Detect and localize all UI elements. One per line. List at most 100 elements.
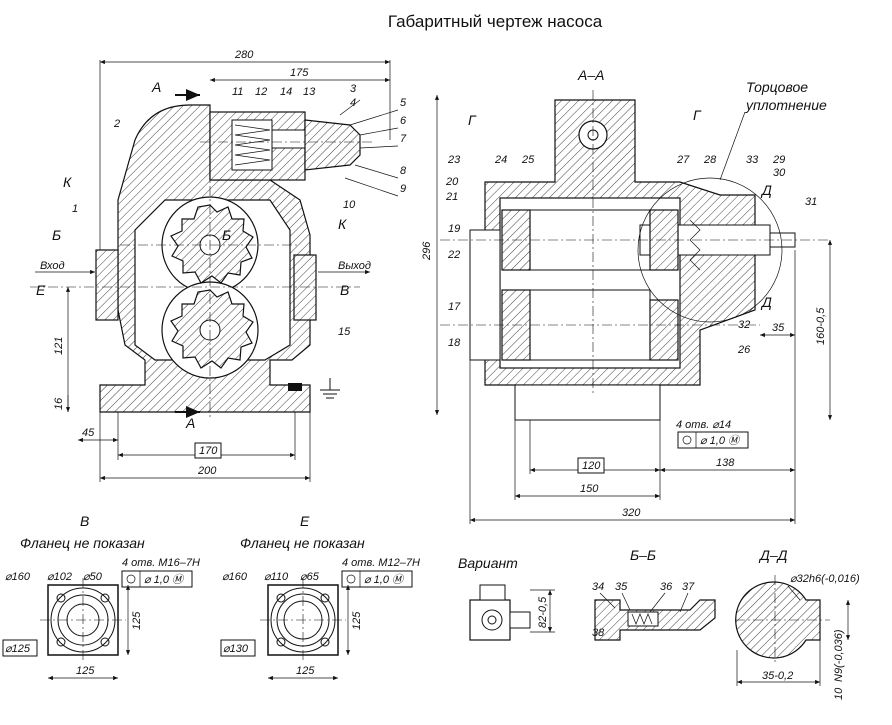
section-k-right: К (338, 216, 347, 232)
svg-text:15: 15 (338, 326, 351, 338)
dim-200: 200 (197, 465, 217, 477)
dd-n9: N9(-0,036) (833, 629, 845, 682)
dd-10: 10 (833, 687, 845, 700)
svg-text:11: 11 (232, 86, 243, 98)
valve-spring (234, 124, 271, 166)
section-d-bottom: Д (760, 294, 772, 310)
svg-text:12: 12 (255, 86, 267, 98)
section-b-inner: Б (222, 227, 231, 243)
dd-d32: ⌀32h6(-0,016) (790, 573, 860, 585)
section-bb-title: Б–Б (630, 547, 656, 563)
dim-280: 280 (234, 49, 254, 61)
section-g-right: Г (693, 107, 702, 123)
ground-bolt (288, 383, 302, 391)
dim-45: 45 (82, 427, 95, 439)
view-e-title: Е (300, 513, 310, 529)
svg-text:30: 30 (773, 167, 786, 179)
svg-text:4: 4 (350, 97, 356, 109)
v-holes: 4 отв. М16–7Н (122, 557, 200, 569)
svg-text:14: 14 (280, 86, 292, 98)
view-v-note: Фланец не показан (20, 535, 145, 551)
valve-cap (304, 119, 361, 171)
view-e: Е Фланец не показан ⌀160 ⌀110 ⌀65 4 отв.… (220, 513, 420, 681)
svg-text:23: 23 (447, 154, 461, 166)
dim-16: 16 (53, 397, 65, 410)
svg-text:8: 8 (400, 165, 407, 177)
svg-text:26: 26 (737, 344, 751, 356)
aa-base (514, 384, 661, 421)
svg-text:22: 22 (447, 249, 460, 261)
svg-text:34: 34 (592, 581, 604, 593)
svg-text:24: 24 (494, 154, 507, 166)
view-e-note: Фланец не показан (240, 535, 365, 551)
dim-35: 35 (772, 322, 785, 334)
section-dd-view: Д–Д ⌀32h6(-0,016) 35-0,2 10 N9(-0,036) (735, 547, 860, 700)
svg-text:21: 21 (445, 191, 458, 203)
e-tol: ⌀ 1,0 Ⓜ (364, 573, 405, 586)
e-holes: 4 отв. М12–7Н (342, 557, 420, 569)
inlet-label: Вход (40, 260, 65, 272)
drawing-title: Габаритный чертеж насоса (388, 12, 603, 31)
e-d110: ⌀110 (264, 571, 289, 583)
aa-cover-left (469, 229, 501, 361)
svg-text:3: 3 (350, 83, 357, 95)
v-d50: ⌀50 (83, 571, 103, 583)
e-d160: ⌀160 (222, 571, 248, 583)
svg-text:9: 9 (400, 183, 406, 195)
section-a-top: А (151, 79, 161, 95)
svg-text:35: 35 (615, 581, 628, 593)
e-h125: 125 (351, 611, 363, 630)
section-bb-view: Б–Б 34 35 36 37 38 (592, 547, 716, 641)
svg-text:18: 18 (448, 337, 461, 349)
seal-detail-circle (637, 177, 783, 323)
section-a-bottom: А (185, 415, 195, 431)
variant-title: Вариант (458, 555, 518, 571)
section-d-top: Д (760, 182, 772, 198)
dim-138: 138 (716, 457, 735, 469)
outlet-label: Выход (338, 260, 371, 272)
v-d125: ⌀125 (5, 643, 31, 655)
dim-296: 296 (421, 241, 433, 261)
section-b-left: Б (52, 227, 61, 243)
e-d65: ⌀65 (300, 571, 320, 583)
dim-holes14: 4 отв. ⌀14 (676, 419, 731, 431)
svg-text:5: 5 (400, 97, 407, 109)
section-dd-title: Д–Д (758, 547, 788, 563)
face-seal-label-1: Торцовое (746, 79, 808, 95)
variant-82: 82-0,5 (537, 596, 549, 628)
view-e-arrow: Е (36, 282, 46, 298)
view-v-title: В (80, 513, 89, 529)
svg-text:17: 17 (448, 301, 461, 313)
v-w125: 125 (76, 665, 95, 677)
section-k-top: К (63, 174, 72, 190)
svg-text:13: 13 (303, 86, 316, 98)
svg-text:2: 2 (113, 118, 120, 130)
svg-text:29: 29 (772, 154, 785, 166)
svg-text:20: 20 (445, 176, 459, 188)
dim-320: 320 (622, 507, 641, 519)
section-g-left: Г (468, 112, 477, 128)
svg-text:31: 31 (805, 196, 817, 208)
svg-text:37: 37 (682, 581, 695, 593)
svg-text:27: 27 (676, 154, 690, 166)
dim-160: 160-0,5 (815, 307, 827, 345)
v-d160: ⌀160 (5, 571, 31, 583)
inlet-flange (95, 249, 119, 321)
dim-175: 175 (290, 67, 309, 79)
v-h125: 125 (131, 611, 143, 630)
dim-121: 121 (53, 337, 65, 355)
svg-text:28: 28 (703, 154, 717, 166)
svg-text:10: 10 (343, 199, 356, 211)
view-v: В Фланец не показан ⌀160 ⌀102 ⌀50 4 отв.… (2, 513, 200, 681)
svg-text:19: 19 (448, 223, 460, 235)
dim-150: 150 (580, 483, 599, 495)
section-aa-view: А–А Торцовое уплотнение Г Г Д (421, 67, 833, 524)
outlet-flange (293, 254, 317, 321)
svg-text:32: 32 (738, 319, 750, 331)
svg-text:25: 25 (521, 154, 535, 166)
svg-text:36: 36 (660, 581, 673, 593)
section-aa-title: А–А (577, 67, 604, 83)
svg-text:33: 33 (746, 154, 759, 166)
aa-bearing-4 (649, 299, 679, 361)
